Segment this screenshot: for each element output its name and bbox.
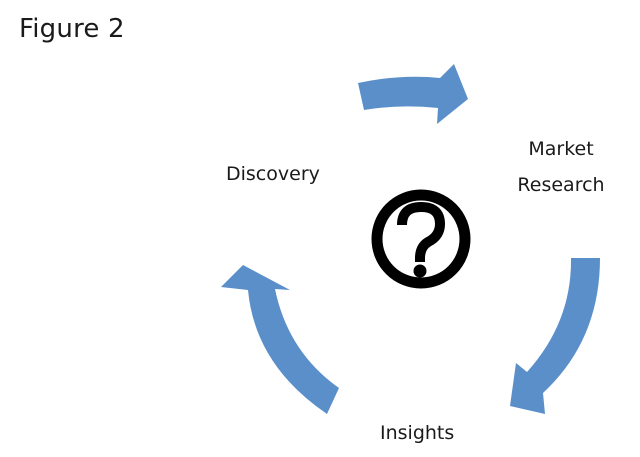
arrow-discovery-to-market-research [358, 64, 468, 124]
arrow-market-research-to-insights [510, 258, 600, 414]
node-label-insights: Insights [380, 422, 455, 444]
node-label-market-line-1: Market [528, 138, 594, 160]
node-label-market-line-2: Research [517, 174, 605, 196]
arrow-insights-to-discovery [221, 265, 339, 414]
figure-title: Figure 2 [19, 14, 125, 44]
question-mark-circle-icon [371, 189, 471, 289]
node-label-market-research: Market Research [516, 131, 606, 203]
node-label-discovery: Discovery [226, 163, 320, 185]
